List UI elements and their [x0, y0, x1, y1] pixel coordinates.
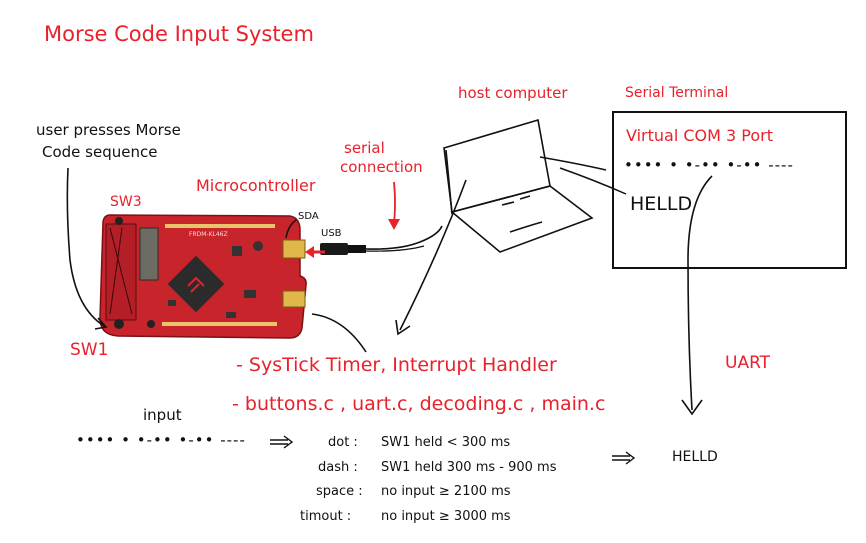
rule-value-dash: SW1 held 300 ms - 900 ms: [381, 460, 557, 475]
terminal-morse-sequence: •••• • •-•• •-•• ----: [624, 156, 794, 174]
rule-name-dot: dot :: [328, 435, 358, 450]
laptop-to-terminal-lines: [539, 156, 627, 195]
board-model-mark: FRDM-KL46Z: [189, 231, 228, 238]
microcontroller-label: Microcontroller: [196, 176, 316, 195]
board-to-software-line: [311, 313, 367, 353]
user-presses-label-line2: Code sequence: [42, 143, 158, 161]
rule-value-dot: SW1 held < 300 ms: [381, 435, 511, 450]
microcontroller-board: [99, 214, 307, 339]
usb-label: USB: [321, 228, 342, 239]
laptop-drawing: [443, 118, 594, 253]
user-press-arrow: [66, 167, 108, 330]
terminal-decoded-output: HELLD: [630, 193, 693, 215]
input-label: input: [143, 406, 182, 424]
rule-value-space: no input ≥ 2100 ms: [381, 484, 511, 499]
user-presses-label-line1: user presses Morse: [36, 121, 181, 139]
laptop-to-software-arrow: [395, 179, 467, 336]
serial-terminal-box: [612, 111, 847, 269]
input-morse-sequence: •••• • •-•• •-•• ----: [76, 431, 246, 449]
rule-value-timeout: no input ≥ 3000 ms: [381, 509, 511, 524]
rule-name-timeout: timout :: [300, 509, 352, 524]
sw1-label: SW1: [70, 340, 109, 360]
host-computer-label: host computer: [458, 84, 568, 102]
rules-to-output-arrow: [612, 451, 636, 465]
sda-pointer: [285, 219, 297, 239]
virtual-com-port-label: Virtual COM 3 Port: [626, 126, 774, 145]
input-to-rules-arrow: [270, 435, 294, 449]
software-line-timers: - SysTick Timer, Interrupt Handler: [236, 354, 557, 376]
serial-terminal-label: Serial Terminal: [625, 85, 729, 101]
software-line-files: - buttons.c , uart.c, decoding.c , main.…: [232, 393, 606, 415]
uart-label: UART: [725, 353, 771, 373]
diagram-title: Morse Code Input System: [44, 22, 314, 46]
serial-connection-label-line2: connection: [340, 158, 423, 176]
serial-connection-label-line1: serial: [344, 139, 385, 157]
sw3-label: SW3: [110, 194, 142, 210]
rule-name-dash: dash :: [318, 460, 358, 475]
decoded-output: HELLD: [672, 449, 718, 465]
usb-arrow: [305, 246, 325, 258]
uart-arrow: [681, 175, 713, 416]
usb-cable: [320, 225, 443, 255]
serial-connection-arrow: [388, 181, 400, 230]
sda-label: SDA: [298, 211, 319, 222]
rule-name-space: space :: [316, 484, 363, 499]
